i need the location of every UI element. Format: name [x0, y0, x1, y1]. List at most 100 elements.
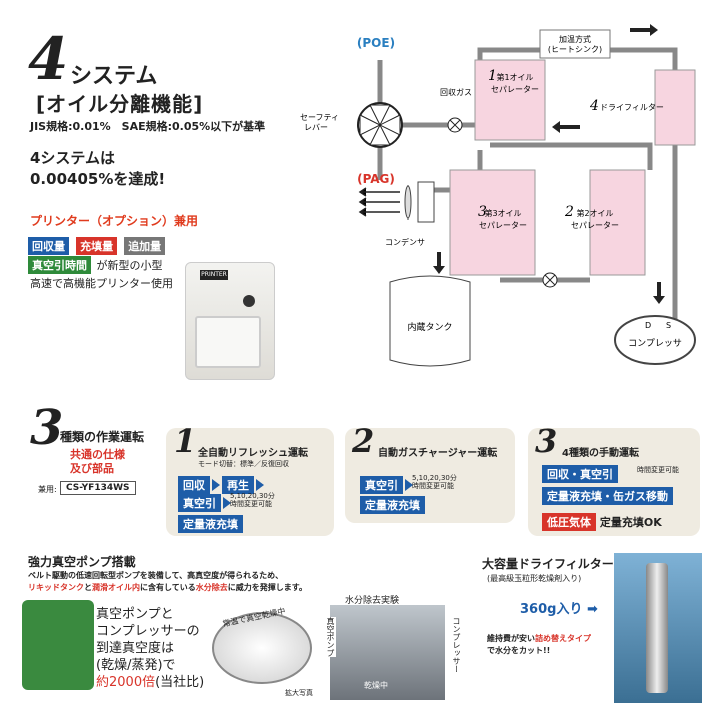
fan-icon: [404, 185, 412, 220]
pag-label: (PAG): [357, 172, 395, 186]
badge-vacuum-time: 真空引時間: [28, 256, 91, 274]
pump-mid1: と: [84, 583, 92, 592]
experiment-title: 水分除去実験: [345, 596, 400, 606]
printer-title: プリンター（オプション）兼用: [30, 214, 199, 228]
safety-lever-label: セーフティレバー: [300, 113, 339, 132]
chip-regen: 再生: [222, 476, 254, 494]
tank-label: 内蔵タンク: [407, 321, 452, 333]
compressor-d: D: [645, 321, 651, 330]
card1-row2: 真空引: [178, 492, 233, 512]
arrow-right-icon: [223, 496, 231, 509]
pump-body4: (乾燥/蒸発)で: [96, 658, 176, 673]
printer-paper-slot: [195, 316, 261, 368]
sep1-number: 1: [488, 68, 497, 84]
card3-note: 時間変更可能: [637, 466, 679, 474]
pump-body5: (当社比): [155, 675, 205, 690]
pump-line2: リキッドタンクと潤滑オイル内に含有している水分除去に威力を発揮します。: [28, 582, 307, 593]
pump-body5-red: 約2000倍: [96, 675, 156, 690]
pump-body2: コンプレッサーの: [96, 624, 200, 639]
card1-vacuum-note: 5,10,20,30分 時間変更可能: [230, 492, 275, 508]
heating-label: 加温方式(ヒートシンク): [548, 34, 602, 54]
recovery-gas-label: 回収ガス: [440, 87, 472, 97]
flow-arrows-icon: [433, 24, 665, 304]
arrow-right-icon: [256, 478, 264, 491]
heating-box: [539, 29, 611, 59]
dry-label: ドライフィルター: [600, 103, 664, 112]
chip-vacuum: 真空引: [178, 494, 221, 512]
poe-label: (POE): [357, 36, 395, 50]
pump-body1: 真空ポンプと: [96, 607, 174, 622]
system-label: システム: [70, 64, 158, 89]
pump-end: に威力を発揮します。: [227, 583, 307, 592]
card1-title: 全自動リフレッシュ運転: [198, 448, 308, 459]
zoom-photo: [212, 612, 312, 684]
card3-title: 4種類の手動運転: [562, 448, 639, 459]
pump-mid2: に含有している: [140, 583, 196, 592]
sep3-number: 3: [478, 204, 487, 220]
chip-manual-2: 定量液充填・缶ガス移動: [542, 487, 673, 505]
pump-title: 強力真空ポンプ搭載: [28, 555, 136, 569]
filter-amount: 360g入り ➡: [520, 602, 598, 617]
chip-vacuum: 真空引: [360, 476, 403, 494]
arrow-right-icon: [405, 478, 413, 491]
chip-manual-1: 回収・真空引: [542, 465, 618, 483]
card1-row1: 回収再生: [178, 474, 266, 494]
sep3-label: 第3オイルセパレーター: [479, 208, 527, 230]
pump-red2: 潤滑オイル内: [92, 583, 140, 592]
card1-number: 1: [174, 422, 197, 460]
card3-row2: 定量液充填・缶ガス移動: [542, 485, 673, 505]
separator-3: [449, 169, 536, 276]
sep1-label: 第1オイルセパレーター: [491, 72, 539, 94]
separator-1: [474, 59, 546, 141]
modes-common: 共通の仕様 及び部品: [70, 448, 125, 475]
filter-note: 維持費が安い詰め替えタイプ で水分をカット!!: [487, 633, 591, 657]
printer-time-line: 真空引時間 が新型の小型: [28, 256, 163, 274]
compressor-label: コンプレッサ: [628, 338, 682, 349]
card3-ok: 定量充填OK: [599, 516, 662, 529]
compressor-s: S: [666, 321, 671, 330]
experiment-photo: [330, 605, 445, 700]
filter-note2: で水分をカット!!: [487, 646, 551, 655]
condenser-label: コンデンサ: [385, 237, 425, 247]
exp-dry-label: 乾燥中: [364, 681, 388, 690]
built-in-tank: [389, 275, 471, 367]
filter-note1a: 維持費が安い: [487, 634, 535, 643]
card2-row2: 定量液充填: [360, 494, 425, 514]
system-subtitle: [オイル分離機能]: [36, 92, 204, 116]
achievement-text: 4システムは 0.00405%を達成!: [30, 149, 166, 188]
card3-number: 3: [535, 422, 558, 460]
safety-valve-icon: [357, 102, 403, 148]
chip-fill: 定量液充填: [360, 496, 425, 514]
model-box: CS-YF134WS: [60, 481, 136, 495]
filter-amount-text: 360g入り: [520, 602, 583, 617]
arrow-right-icon: [212, 478, 220, 491]
sep2-label: 第2オイルセパレーター: [571, 208, 619, 230]
model-prefix: 兼用:: [38, 485, 57, 494]
zoom-caption: 拡大写真: [285, 689, 313, 697]
modes-title: 種類の作業運転: [60, 430, 145, 444]
printer-desc2: 高速で高機能プリンター使用: [30, 277, 173, 290]
system-number: 4: [28, 25, 69, 93]
chip-low-pressure: 低圧気体: [542, 513, 596, 531]
jis-standard: JIS規格:0.01% SAE規格:0.05%以下が基準: [30, 120, 266, 133]
condenser-icon: [417, 181, 435, 223]
filter-cylinder-icon: [646, 563, 668, 693]
filter-note1b: 詰め替えタイプ: [535, 634, 591, 643]
printer-desc1: が新型の小型: [96, 259, 163, 272]
oil-separation-diagram: (POE) (PAG) セーフティレバー 回収ガス 加温方式(ヒートシンク) 1…: [300, 24, 696, 367]
badge-recovery: 回収量: [28, 237, 69, 255]
badge-fill: 充填量: [76, 237, 118, 255]
printer-head-label: PRINTER: [200, 270, 228, 280]
printer-badges: 回収量 充填量 追加量: [28, 235, 167, 255]
card3-row3: 低圧気体 定量充填OK: [542, 513, 662, 531]
exp-left-label: 真空ポンプ: [326, 617, 336, 657]
separator-2: [589, 169, 646, 276]
compressor-icon: [614, 315, 696, 365]
card1-row3: 定量液充填: [178, 513, 243, 533]
printer-button-icon: [243, 295, 255, 307]
exp-right-label: コンプレッサー: [452, 617, 462, 673]
chip-fill: 定量液充填: [178, 515, 243, 533]
pump-body3: 到達真空度は: [96, 641, 175, 656]
card2-number: 2: [352, 422, 375, 460]
pump-red3: 水分除去: [195, 583, 228, 592]
